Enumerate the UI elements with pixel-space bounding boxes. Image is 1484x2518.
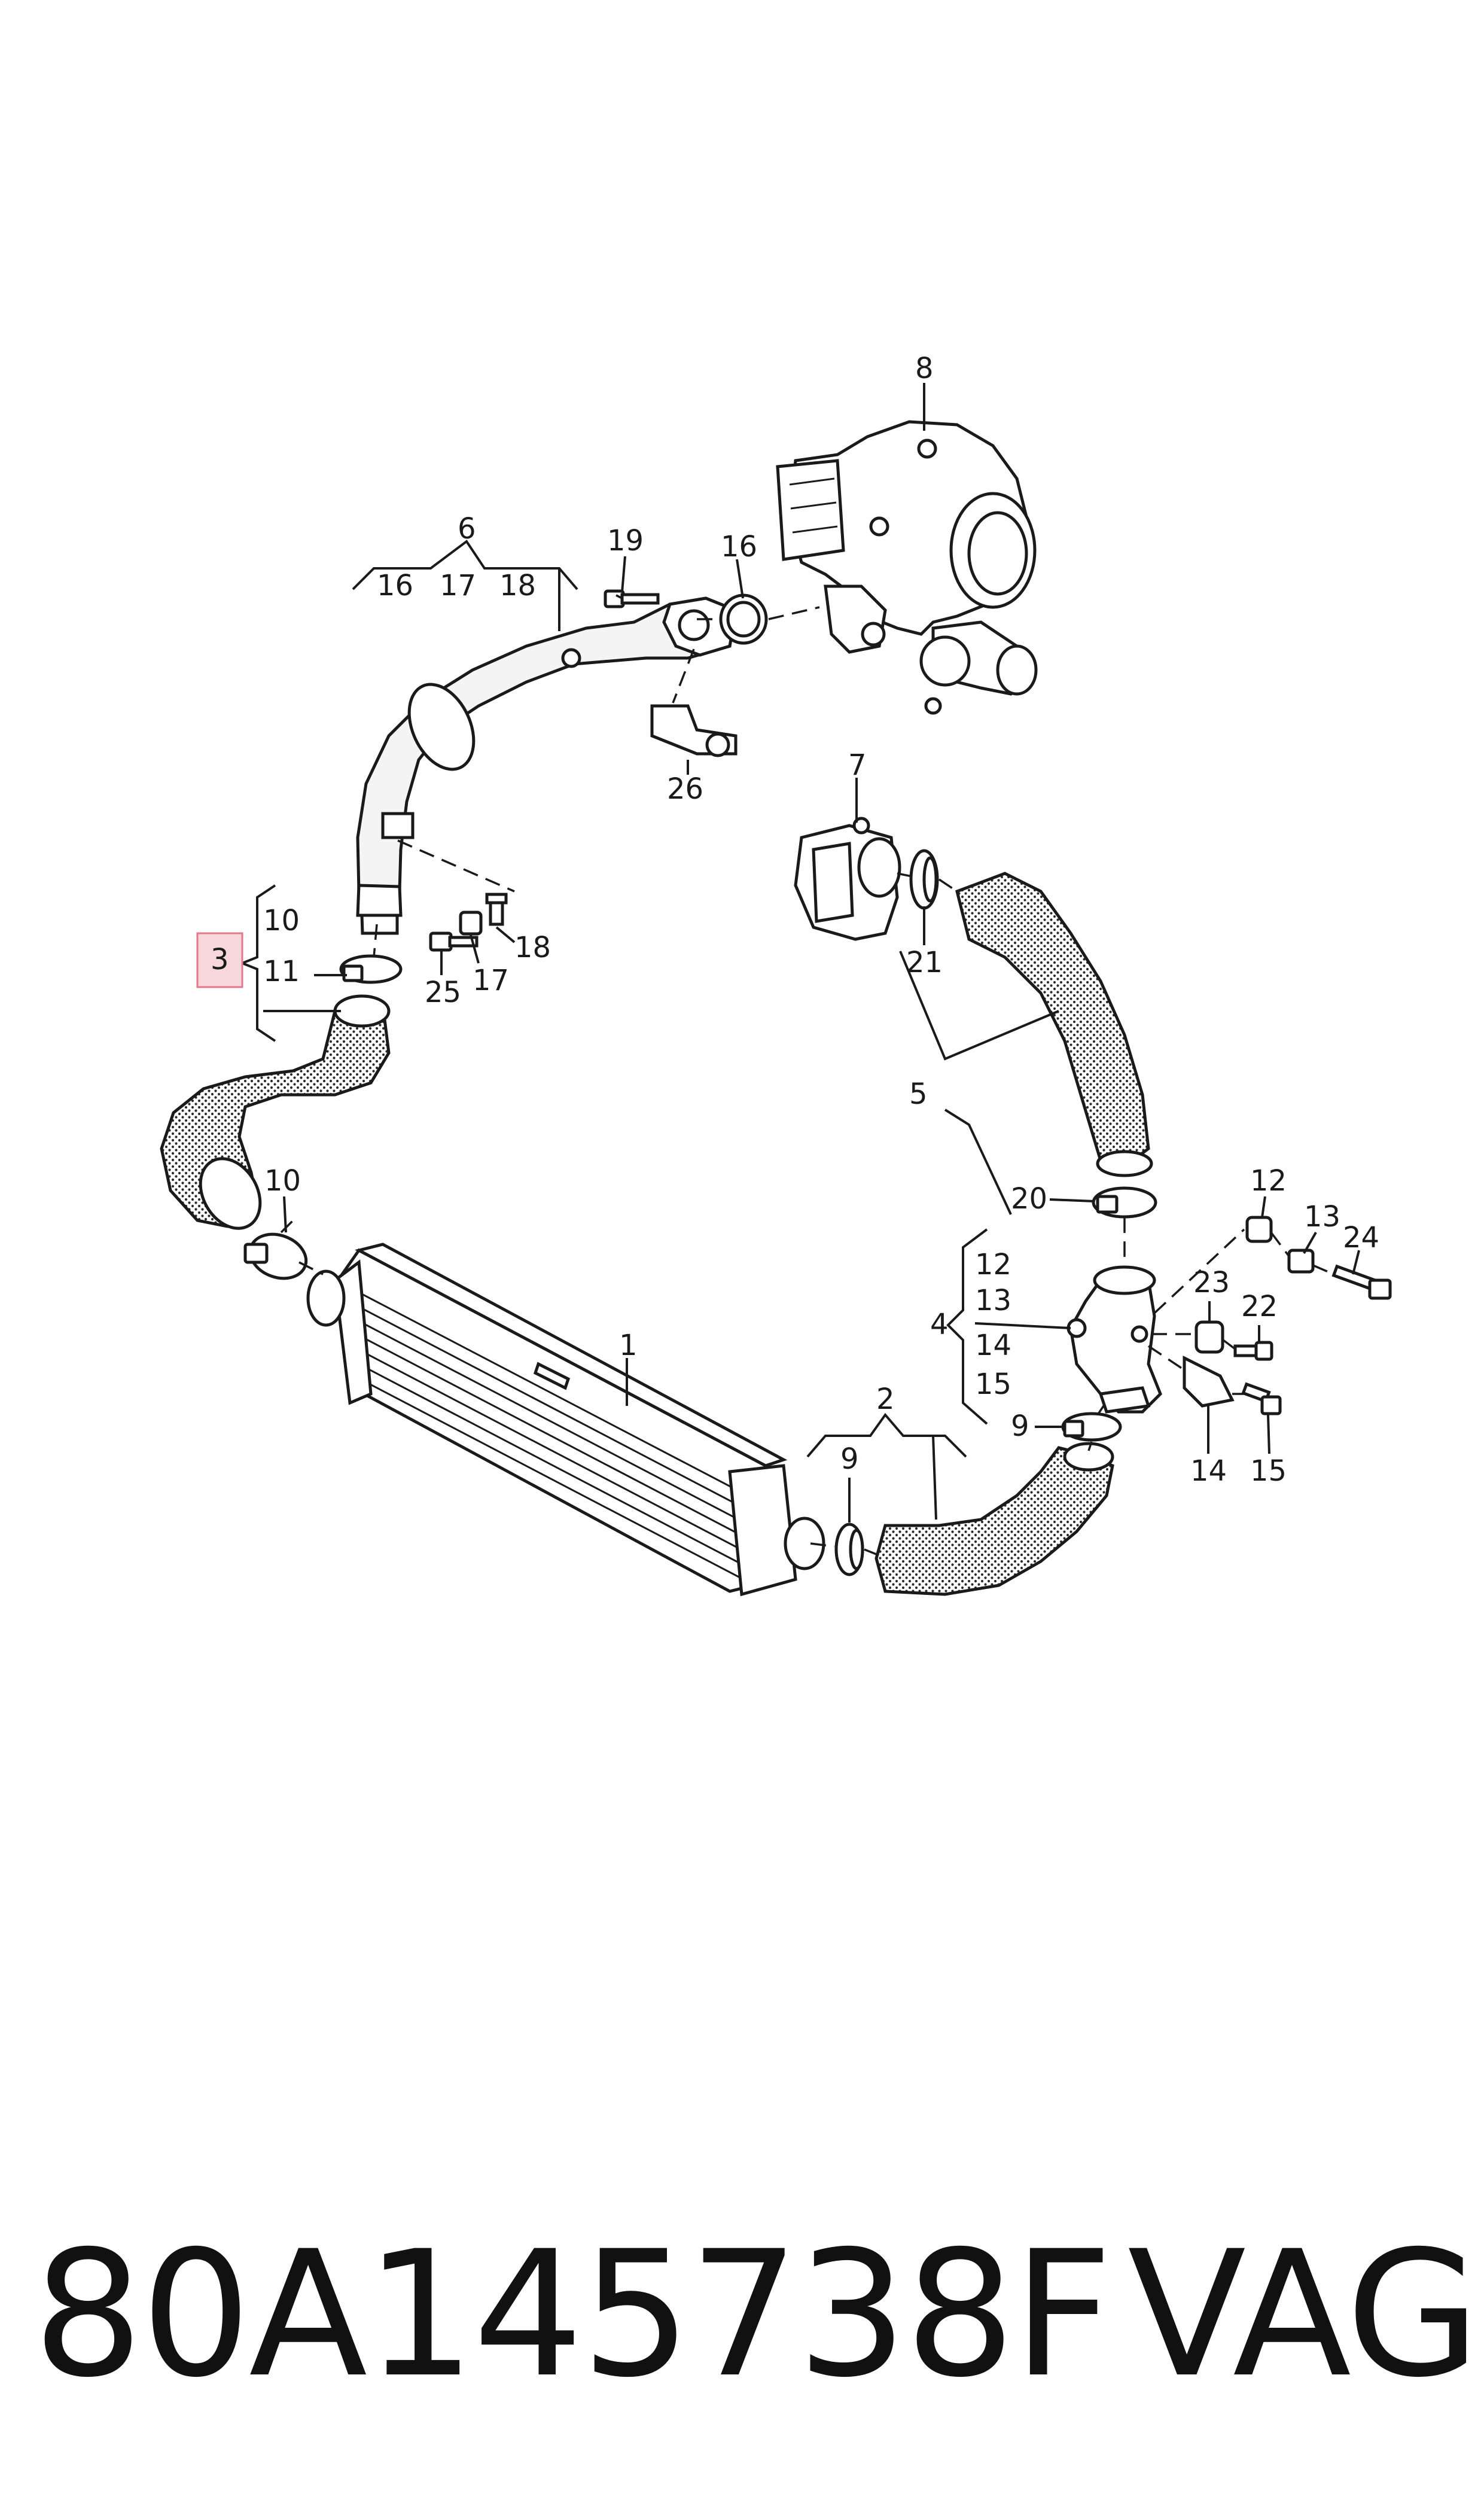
callout-13-right[interactable]: 13: [1304, 1200, 1340, 1234]
connector-4: [1066, 1265, 1162, 1414]
bolt-15: [1241, 1382, 1282, 1415]
callout-24[interactable]: 24: [1343, 1221, 1379, 1255]
clamp-21: [909, 849, 939, 910]
hose-3: [160, 994, 391, 1230]
footer: 80A145738F VAG: [0, 2213, 1484, 2417]
callout-14-right[interactable]: 14: [1190, 1454, 1227, 1488]
bush-23: [1194, 1320, 1224, 1354]
callout-8[interactable]: 8: [915, 352, 934, 385]
callout-2[interactable]: 2: [876, 1383, 895, 1416]
callout-13-bracket[interactable]: 13: [975, 1284, 1011, 1317]
part-number: 80A145738F: [33, 2214, 1113, 2416]
clamp-10: [243, 1232, 308, 1280]
bolt-22: [1233, 1341, 1273, 1361]
callout-16-left[interactable]: 16: [377, 569, 413, 602]
turbocharger: [776, 420, 1038, 715]
callout-10-upper[interactable]: 10: [263, 904, 300, 937]
callout-9-lower[interactable]: 9: [840, 1442, 859, 1476]
nut-13: [1287, 1249, 1315, 1274]
callout-25[interactable]: 25: [425, 976, 461, 1009]
bolt-19: [604, 589, 660, 608]
stud-18: [485, 893, 508, 926]
bolt-24: [1331, 1264, 1392, 1300]
callout-16-right[interactable]: 16: [721, 530, 757, 564]
nut-12: [1245, 1216, 1273, 1243]
throttle-7: [794, 817, 901, 941]
callout-14-bracket[interactable]: 14: [975, 1329, 1011, 1362]
bracket-14: [1183, 1355, 1235, 1408]
callout-4[interactable]: 4: [930, 1308, 949, 1341]
callout-22[interactable]: 22: [1241, 1290, 1278, 1323]
nut-17: [459, 911, 483, 936]
callout-26[interactable]: 26: [667, 772, 703, 806]
clamp-9-upper: [1061, 1412, 1122, 1442]
parts-diagram: 8 6 16 17 18 19 16 26 7 21 10 3 11 25 17…: [160, 352, 1392, 1597]
callout-18-lower[interactable]: 18: [514, 931, 551, 964]
sensor-26: [650, 704, 738, 757]
hose-2: [874, 1442, 1114, 1596]
callout-10-lower[interactable]: 10: [264, 1164, 301, 1198]
callout-11[interactable]: 11: [263, 955, 300, 988]
callout-7[interactable]: 7: [848, 748, 867, 782]
callout-18-left[interactable]: 18: [499, 569, 536, 602]
callout-12-bracket[interactable]: 12: [975, 1248, 1011, 1281]
clamp-11: [339, 954, 403, 984]
callout-21[interactable]: 21: [906, 946, 943, 979]
callout-6[interactable]: 6: [458, 512, 476, 546]
callout-9-right[interactable]: 9: [1011, 1409, 1029, 1443]
callout-19[interactable]: 19: [607, 524, 644, 558]
clamp-9-lower: [834, 1523, 864, 1576]
callout-5[interactable]: 5: [909, 1077, 928, 1111]
callout-15-bracket[interactable]: 15: [975, 1368, 1011, 1401]
upper-charge-pipe: [356, 596, 738, 935]
brand-label: VAG: [1128, 2214, 1480, 2416]
clamp-20: [1092, 1186, 1157, 1219]
callout-17-lower[interactable]: 17: [473, 964, 509, 997]
callout-3[interactable]: 3: [211, 943, 229, 976]
bolt-25: [429, 931, 479, 952]
callout-23[interactable]: 23: [1193, 1266, 1230, 1299]
callout-17-left[interactable]: 17: [440, 569, 476, 602]
callout-12-right[interactable]: 12: [1250, 1164, 1287, 1198]
intercooler: [306, 1243, 825, 1597]
callout-1[interactable]: 1: [619, 1329, 638, 1362]
callout-15-right[interactable]: 15: [1250, 1454, 1287, 1488]
hose-5: [955, 872, 1153, 1177]
callout-20[interactable]: 20: [1011, 1182, 1047, 1216]
callout-3-highlight: [196, 932, 243, 988]
